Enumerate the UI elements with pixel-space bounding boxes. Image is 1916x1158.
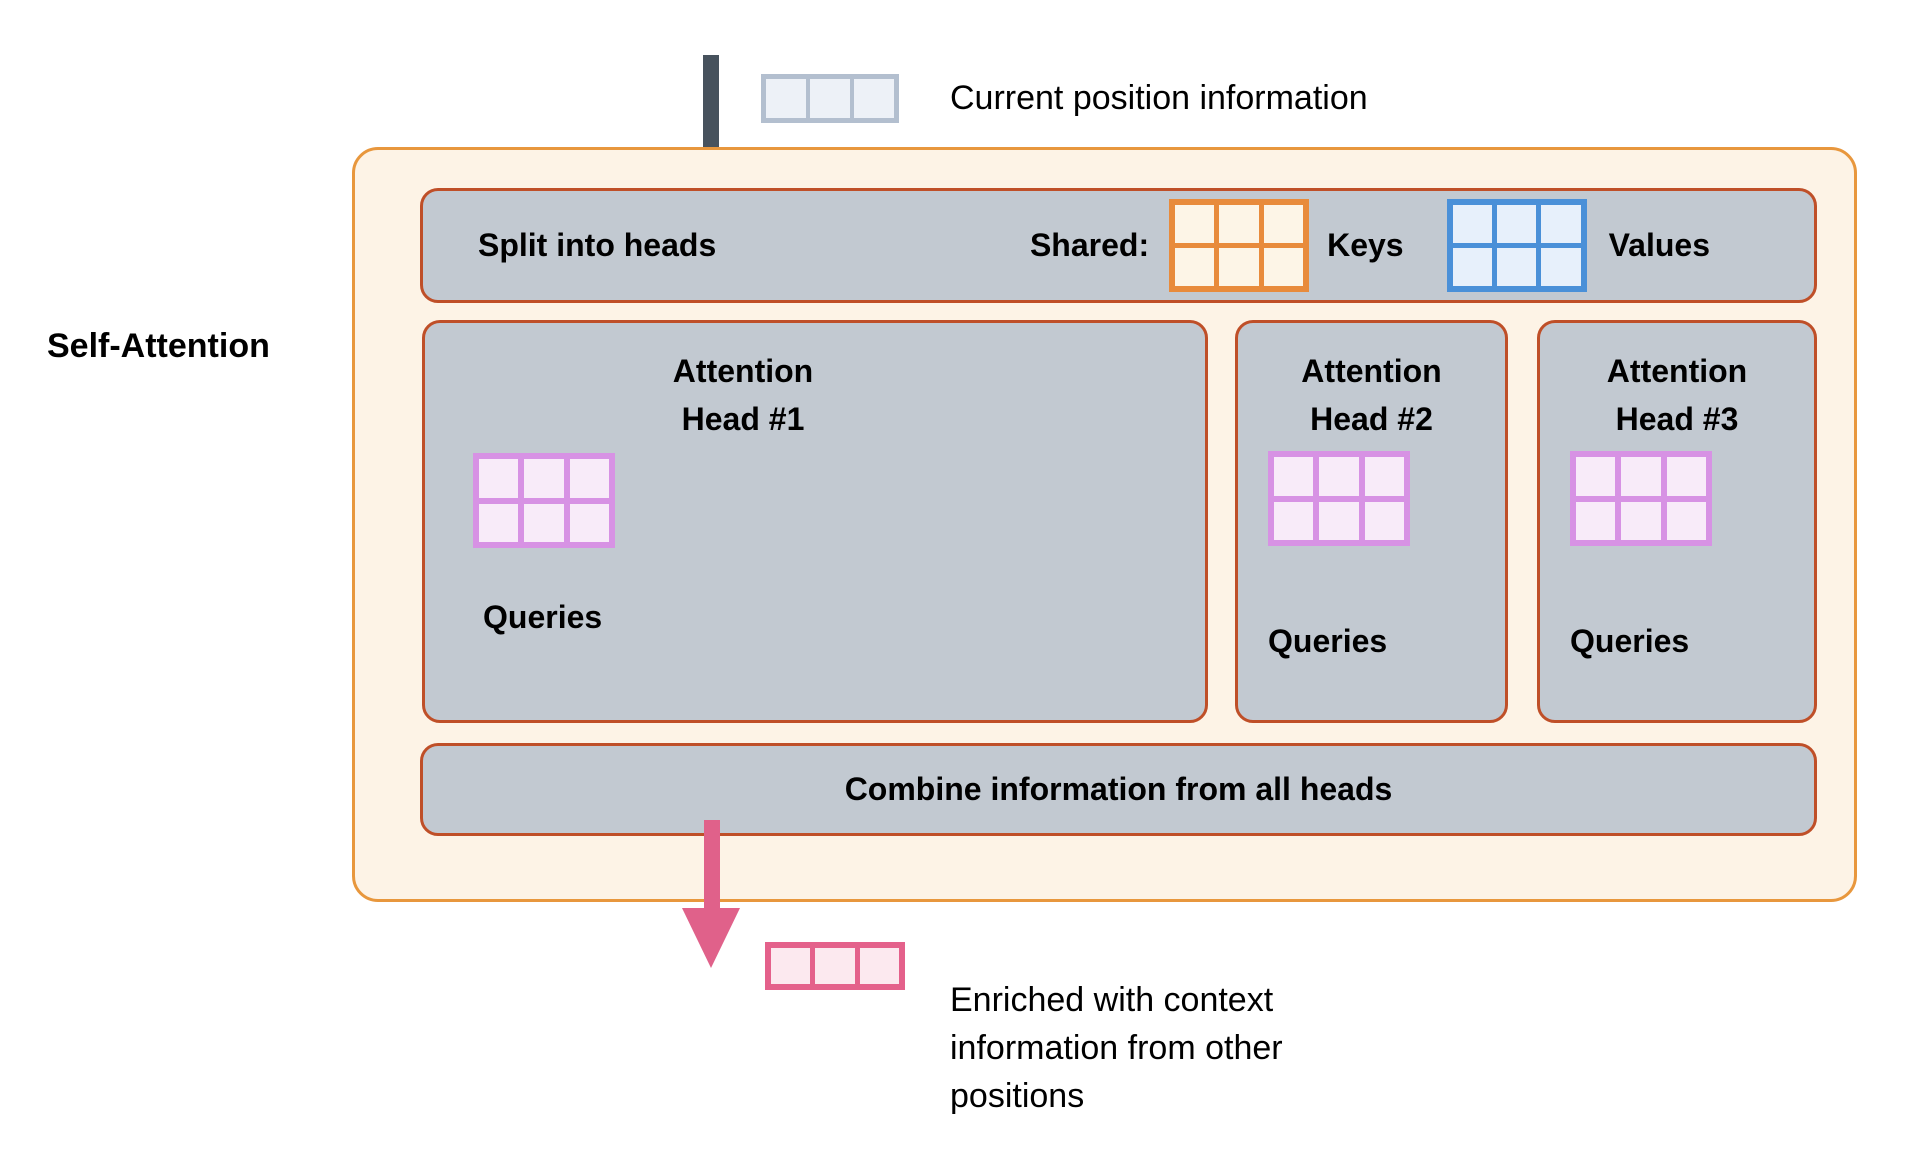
- grid-cell: [1175, 248, 1215, 286]
- grid-cell: [479, 503, 519, 542]
- values-label: Values: [1608, 227, 1710, 263]
- grid-cell: [1175, 205, 1215, 243]
- attention-head-3-title-line1: Attention: [1606, 353, 1748, 389]
- queries-label: Queries: [1570, 623, 1690, 659]
- attention-head-3-title: Attention Head #3: [1540, 347, 1814, 443]
- enriched-position-grid-icon: [765, 942, 905, 990]
- grid-cell: [1621, 457, 1661, 496]
- grid-cell: [1219, 205, 1259, 243]
- attention-head-2-title-line2: Head #2: [1310, 401, 1433, 437]
- grid-cell: [524, 503, 564, 542]
- split-into-heads-label: Split into heads: [478, 227, 717, 263]
- grid-cell: [479, 459, 519, 498]
- grid-cell: [1263, 205, 1304, 243]
- current-position-label: Current position information: [950, 79, 1368, 117]
- attention-head-2-title: Attention Head #2: [1238, 347, 1505, 443]
- attention-head-2-title-line1: Attention: [1301, 353, 1442, 389]
- grid-cell: [771, 948, 811, 984]
- grid-cell: [1219, 248, 1259, 286]
- diagram-title: Self-Attention: [47, 327, 270, 365]
- attention-head-2-box: Attention Head #2 Queries: [1235, 320, 1508, 723]
- queries-label: Queries: [1268, 623, 1388, 659]
- attention-head-1-title-line2: Head #1: [681, 401, 805, 437]
- grid-cell: [1666, 457, 1706, 496]
- current-position-grid-icon: [761, 74, 899, 123]
- split-into-heads-bar: Split into heads Shared: Keys Values: [420, 188, 1817, 303]
- attention-head-1-title-line1: Attention: [672, 353, 814, 389]
- combine-heads-label: Combine information from all heads: [844, 771, 1393, 807]
- shared-label: Shared:: [1029, 227, 1150, 263]
- grid-cell: [1576, 457, 1616, 496]
- grid-cell: [569, 503, 609, 542]
- attention-head-1-title: Attention Head #1: [583, 347, 903, 443]
- enriched-label-line3: positions: [950, 1077, 1085, 1115]
- grid-cell: [1496, 248, 1537, 286]
- enriched-label-line1: Enriched with context: [950, 981, 1274, 1019]
- enriched-label-line2: information from other: [950, 1029, 1283, 1067]
- keys-grid-icon: [1169, 199, 1310, 292]
- grid-cell: [1666, 501, 1706, 540]
- grid-cell: [1576, 501, 1616, 540]
- grid-cell: [524, 459, 564, 498]
- enriched-label: Enriched with context information from o…: [950, 976, 1283, 1120]
- queries-grid-icon: [473, 453, 615, 548]
- queries-grid-icon: [1268, 451, 1410, 546]
- input-arrow-shaft: [703, 55, 719, 155]
- values-grid-icon: [1446, 199, 1587, 292]
- grid-cell: [1541, 205, 1581, 243]
- grid-cell: [1496, 205, 1537, 243]
- queries-label: Queries: [483, 599, 603, 635]
- output-arrow-head: [682, 908, 740, 968]
- combine-heads-bar: Combine information from all heads: [420, 743, 1817, 836]
- grid-cell: [1263, 248, 1304, 286]
- grid-cell: [810, 79, 850, 118]
- grid-cell: [1541, 248, 1581, 286]
- grid-cell: [1274, 457, 1314, 496]
- grid-cell: [1364, 501, 1404, 540]
- grid-cell: [815, 948, 855, 984]
- grid-cell: [859, 948, 899, 984]
- attention-head-1-box: Attention Head #1 Queries: [422, 320, 1208, 723]
- grid-cell: [569, 459, 609, 498]
- grid-cell: [766, 79, 806, 118]
- grid-cell: [1621, 501, 1661, 540]
- attention-head-3-box: Attention Head #3 Queries: [1537, 320, 1817, 723]
- attention-head-3-title-line2: Head #3: [1615, 401, 1739, 437]
- grid-cell: [1364, 457, 1404, 496]
- grid-cell: [1452, 248, 1492, 286]
- grid-cell: [1274, 501, 1314, 540]
- queries-grid-icon: [1570, 451, 1712, 546]
- keys-label: Keys: [1327, 227, 1404, 263]
- grid-cell: [1319, 457, 1359, 496]
- grid-cell: [1319, 501, 1359, 540]
- grid-cell: [854, 79, 894, 118]
- output-arrow-shaft: [704, 820, 720, 915]
- grid-cell: [1452, 205, 1492, 243]
